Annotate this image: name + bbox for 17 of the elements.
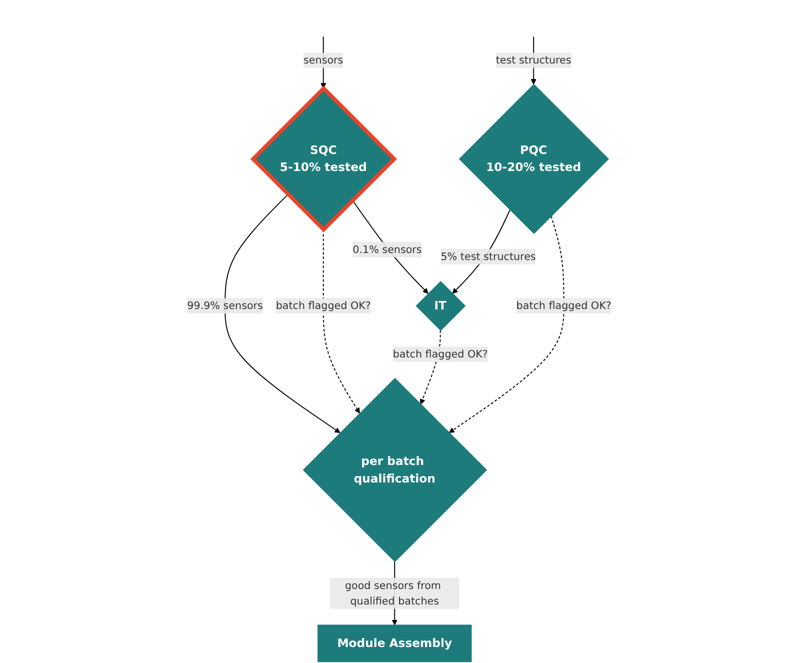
- arrow: [352, 200, 428, 294]
- edge-label: 5% test structures: [440, 250, 536, 262]
- edge-label: sensors: [303, 54, 343, 66]
- node-diamond: per batch qualification: [302, 378, 487, 562]
- edge-label: good sensors from qualified batches: [344, 579, 441, 607]
- edge-label: 99.9% sensors: [186, 299, 263, 312]
- node-diamond: SQC 5-10% tested: [250, 86, 397, 232]
- node-box: Module Assembly: [317, 624, 472, 662]
- edge-label: batch flagged OK?: [276, 299, 371, 312]
- edge-label: batch flagged OK?: [516, 299, 612, 312]
- edge-label: 0.1% sensors: [352, 243, 422, 256]
- node-diamond: IT: [415, 280, 466, 331]
- edge-label: batch flagged OK?: [392, 348, 488, 360]
- arrow: [448, 216, 564, 434]
- arrow: [224, 194, 340, 434]
- edge-label: test structures: [496, 54, 572, 66]
- node-diamond: PQC 10-20% tested: [458, 84, 609, 234]
